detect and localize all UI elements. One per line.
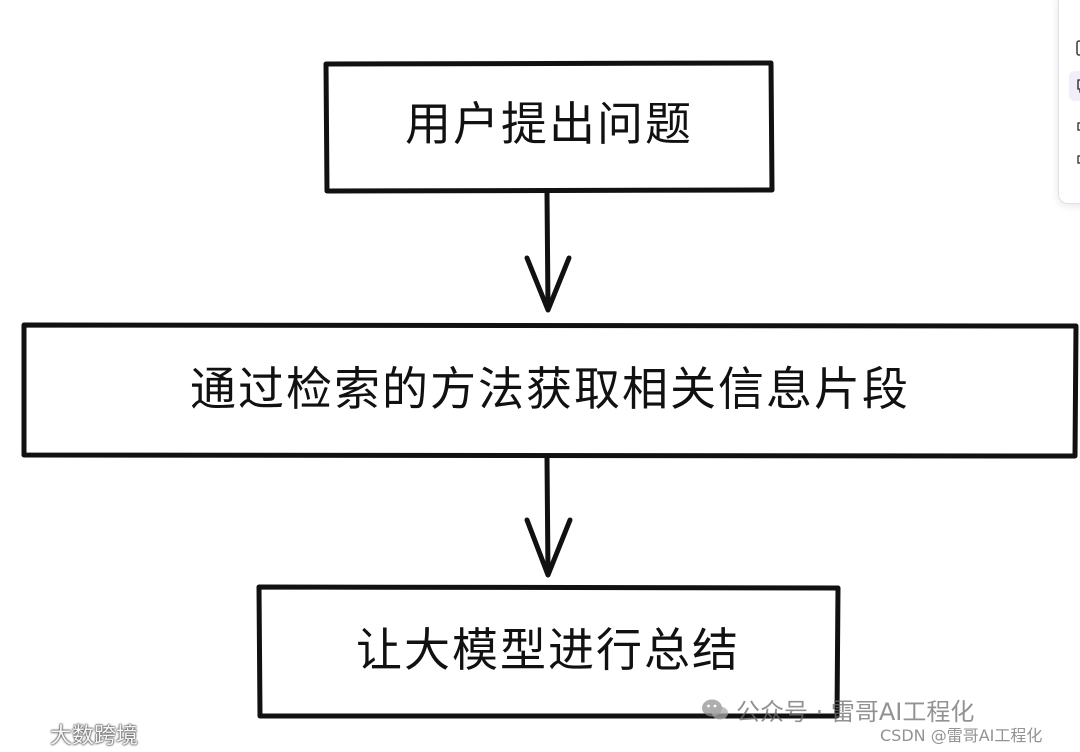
comment-icon	[1077, 79, 1080, 93]
comment-button[interactable]	[1069, 71, 1080, 101]
arrow-2	[524, 455, 573, 578]
dislike-button[interactable]	[1069, 147, 1080, 177]
thumbs-up-icon	[1077, 122, 1080, 131]
arrow-1	[524, 190, 572, 313]
thumbs-down-icon	[1077, 155, 1080, 164]
flow-step-1: 用户提出问题	[323, 60, 775, 194]
watermark-left-text: 大数跨境	[50, 724, 139, 749]
watermark-csdn: CSDN @雷哥AI工程化	[880, 726, 1043, 745]
watermark-wechat-text: 公众号 · 雷哥AI工程化	[736, 698, 975, 726]
flow-step-3: 让大模型进行总结	[256, 584, 841, 719]
flow-step-1-label: 用户提出问题	[405, 97, 693, 151]
edit-icon	[1076, 40, 1080, 56]
flow-step-3-label: 让大模型进行总结	[356, 623, 740, 677]
wechat-icon	[702, 699, 728, 719]
like-button[interactable]	[1069, 109, 1080, 139]
flow-step-2-label: 通过检索的方法获取相关信息片段	[190, 362, 910, 416]
edit-button[interactable]	[1069, 33, 1080, 63]
watermark-left: 大数跨境	[8, 718, 138, 750]
side-toolbar	[1058, 0, 1080, 204]
watermark-wechat: 公众号 · 雷哥AI工程化	[700, 692, 974, 727]
flow-step-2: 通过检索的方法获取相关信息片段	[21, 322, 1079, 459]
brand-logo-icon	[9, 726, 46, 742]
